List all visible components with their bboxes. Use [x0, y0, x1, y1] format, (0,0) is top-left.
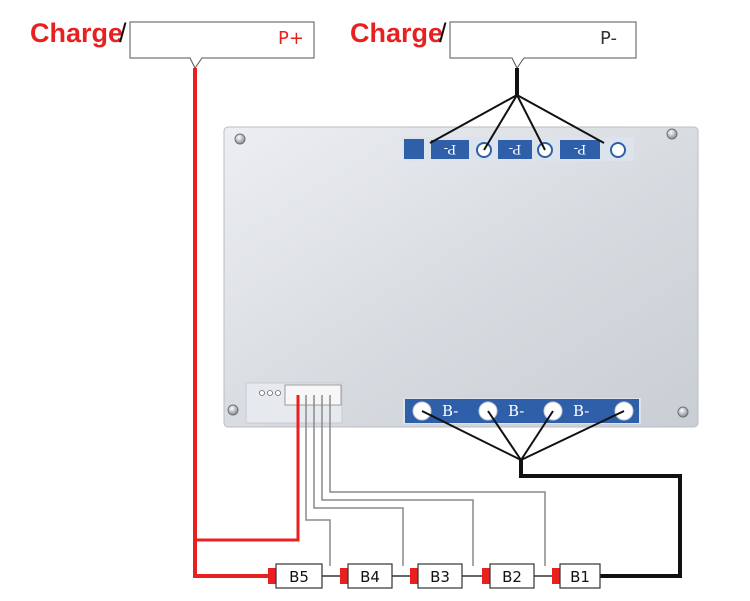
screw-icon — [677, 406, 689, 418]
screw-icon — [234, 133, 246, 145]
negative-terminal-label: Charge / discharge P- — [350, 18, 637, 69]
screw-icon — [666, 128, 678, 140]
pad-hole-icon — [610, 142, 626, 158]
cell-label: B2 — [502, 568, 522, 586]
charge-text: Charge — [350, 18, 443, 48]
p-minus-pad: P- — [560, 140, 626, 159]
cell-cap-icon — [410, 568, 418, 584]
p-minus-callout-bubble — [449, 21, 637, 69]
p-pad-row: P- P- P- — [404, 139, 626, 159]
p-pad-label: P- — [444, 141, 456, 156]
battery-cell-b5: B5 — [268, 563, 323, 589]
cell-cap-icon — [482, 568, 490, 584]
cell-label: B1 — [570, 568, 590, 586]
p-minus-wires — [429, 68, 605, 151]
positive-wire — [193, 68, 300, 578]
balance-connector — [284, 384, 342, 406]
battery-cell-b4: B4 — [340, 563, 393, 589]
bms-board — [223, 126, 699, 428]
b-pad-label: B- — [442, 402, 458, 420]
charge-text: Charge — [30, 18, 123, 48]
slash-text: / — [119, 18, 127, 48]
p-plus-callout-bubble — [129, 21, 315, 69]
b-pad-label: B- — [508, 402, 524, 420]
cell-label: B4 — [360, 568, 380, 586]
cell-cap-icon — [268, 568, 276, 584]
cell-label: B3 — [430, 568, 450, 586]
slash-text: / — [439, 18, 447, 48]
p-minus-terminal-text: P- — [600, 28, 617, 49]
b-minus-wires — [421, 410, 682, 578]
cell-cap-icon — [552, 568, 560, 584]
cell-cap-icon — [340, 568, 348, 584]
p-plus-terminal-text: P+ — [278, 28, 304, 49]
hole-icon — [275, 390, 281, 396]
battery-cell-b1: B1 — [552, 563, 601, 589]
hole-icon — [259, 390, 265, 396]
hole-icon — [267, 390, 273, 396]
battery-cell-b2: B2 — [482, 563, 535, 589]
cell-label: B5 — [289, 568, 309, 586]
screw-icon — [227, 404, 239, 416]
battery-cells: B5 B4 B3 B2 B1 — [268, 563, 601, 589]
balance-sense-wires — [305, 395, 546, 566]
p-pad-label: P- — [509, 141, 521, 156]
p-minus-pad: P- — [404, 139, 492, 159]
b-pad-label: B- — [573, 402, 589, 420]
positive-terminal-label: Charge / discharge P+ — [30, 18, 315, 69]
b-pad-strip-fill — [405, 399, 639, 423]
p-pad-label: P- — [574, 141, 586, 156]
battery-cell-b3: B3 — [410, 563, 463, 589]
